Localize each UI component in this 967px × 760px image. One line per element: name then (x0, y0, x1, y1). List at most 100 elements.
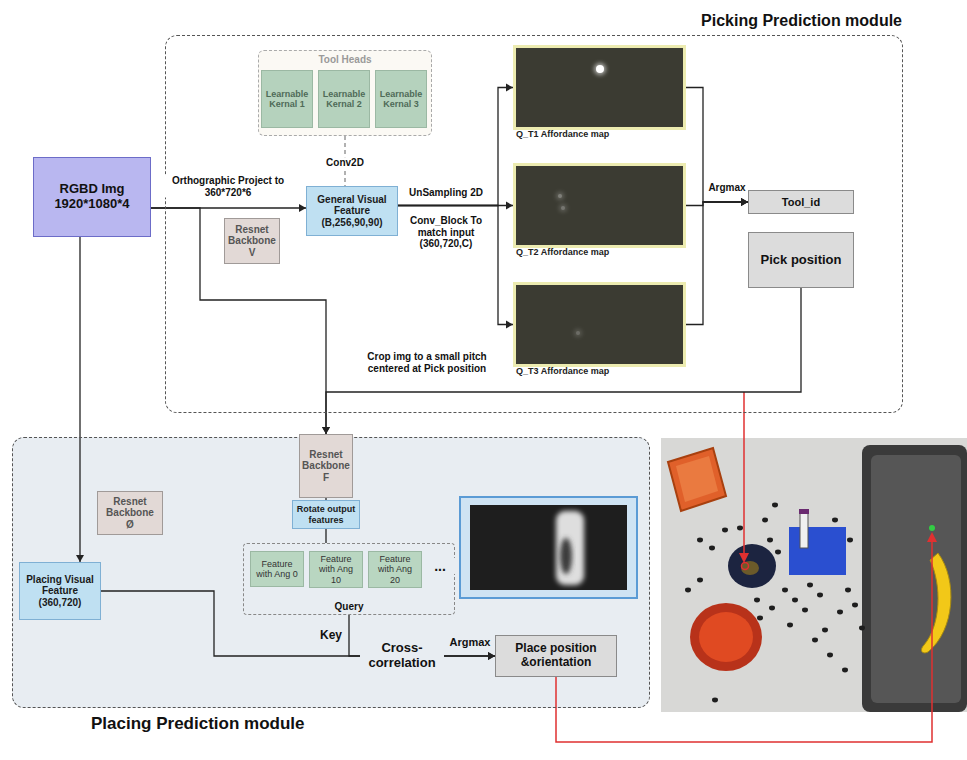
backbone-box: Resnet Backbone V (224, 218, 280, 264)
affordance-spot (576, 331, 580, 335)
kernel-box: Learnable Kernal 2 (318, 70, 370, 128)
bean (697, 578, 703, 583)
connector (76, 237, 84, 562)
node-text: Resnet Backbone F (302, 449, 350, 484)
edge-label: UnSampling 2D (407, 187, 485, 199)
affordance-map: Q_T3 Affordance map (513, 282, 686, 367)
arrow-head (76, 555, 84, 562)
place-target-dot (929, 525, 935, 531)
connector-line (325, 529, 326, 543)
connector (326, 529, 327, 543)
blue-bowl (728, 544, 776, 588)
bean-group (685, 503, 865, 703)
bean (842, 668, 848, 673)
bean (712, 698, 718, 703)
arrow-head (299, 204, 306, 212)
rotated-feature-box: Feature with Ang 20 (368, 551, 422, 588)
rotate-box: Rotate output features (292, 500, 360, 529)
tube-cap (799, 509, 809, 514)
blue-square (789, 527, 846, 575)
bean (754, 598, 760, 603)
node-text: Tool_id (782, 196, 820, 209)
free-label: ... (425, 558, 455, 574)
node-text: Learnable Kernal 3 (379, 89, 423, 110)
arrow-head (506, 321, 513, 329)
bean (845, 588, 851, 593)
bean (812, 638, 818, 643)
rotated-feature-box: Feature with Ang 10 (309, 551, 363, 588)
node-text: Feature with Ang 10 (313, 554, 359, 585)
node-text: Rotate output features (296, 504, 356, 525)
arrow-head (506, 84, 513, 92)
bean (807, 583, 813, 588)
feature-box: Placing Visual Feature (360,720) (19, 562, 101, 620)
affordance-spot (596, 65, 604, 73)
arrow-head (488, 652, 495, 660)
bean (792, 598, 798, 603)
node-text: RGBD Img 1920*1080*4 (37, 182, 147, 212)
arrow-head (506, 202, 513, 210)
feature-hole (560, 538, 572, 574)
node-text: Learnable Kernal 2 (322, 89, 366, 110)
bean (822, 628, 828, 633)
node-text: Resnet Backbone V (228, 224, 276, 259)
edge-label: Conv2D (324, 157, 366, 169)
node-text: General Visual Feature (B,256,90,90) (310, 194, 394, 229)
edge-label: Cross-correlation (360, 641, 444, 671)
node-text: Pick position (761, 253, 842, 268)
rotated-feature-box: Feature with Ang 0 (250, 551, 304, 587)
pick-target-dot (742, 563, 749, 570)
bean (817, 593, 823, 598)
connector (398, 206, 513, 329)
node-text: Placing Visual Feature (360,720) (23, 574, 97, 609)
node-heading: Q_T1 Affordance map (516, 129, 609, 139)
bean (709, 546, 715, 551)
bean (762, 518, 768, 523)
bowl-content (741, 561, 759, 575)
free-label: Conv_Block To match input (360,720,C) (400, 215, 492, 250)
kernel-box: Learnable Kernal 1 (261, 70, 313, 128)
red-bowl (690, 603, 762, 671)
arrow-head (322, 427, 330, 434)
tool-heads-group: Tool HeadsLearnable Kernal 1Learnable Ke… (258, 50, 432, 136)
affordance-spot (558, 194, 562, 198)
bean (827, 653, 833, 658)
module-panel: Placing Prediction moduleResnet Backbone… (12, 437, 650, 708)
node-text: Feature with Ang 0 (254, 559, 300, 580)
arrow-head (741, 198, 748, 206)
connector (686, 198, 748, 325)
bean (697, 538, 703, 543)
backbone-box: Resnet Backbone Ø (97, 491, 163, 535)
bean (767, 538, 773, 543)
connector (686, 88, 748, 207)
scene-photo (661, 438, 967, 712)
pick-pointer-head (739, 553, 749, 563)
backbone-box: Resnet Backbone F (299, 434, 353, 498)
edge-label: Crop img to a small pitch centered at Pi… (350, 351, 504, 374)
arrow-head (741, 198, 748, 206)
feature-image (470, 505, 627, 590)
bean (802, 608, 808, 613)
dark-tray-inner (871, 455, 961, 703)
test-tube (800, 512, 808, 548)
connector (151, 208, 330, 434)
affordance-map: Q_T2 Affordance map (513, 163, 686, 248)
dark-tray (862, 445, 967, 712)
orange-tray (668, 448, 726, 511)
arrow-head (488, 652, 495, 660)
bean (782, 588, 788, 593)
red-bowl-inner (699, 612, 753, 662)
connector-line (398, 206, 513, 325)
bean (685, 588, 691, 593)
banana (921, 553, 950, 653)
module-panel: Picking Prediction moduleTool HeadsLearn… (165, 35, 903, 413)
node-heading: Picking Prediction module (701, 12, 902, 30)
bean (775, 550, 781, 555)
bean (832, 518, 838, 523)
affordance-spot (561, 206, 565, 210)
query-group: QueryFeature with Ang 0Feature with Ang … (243, 543, 455, 615)
node-text: Place position &orientation (499, 642, 613, 670)
bean (852, 603, 858, 608)
edge-label: Argmax (706, 182, 747, 194)
place-pointer-head (927, 532, 937, 542)
